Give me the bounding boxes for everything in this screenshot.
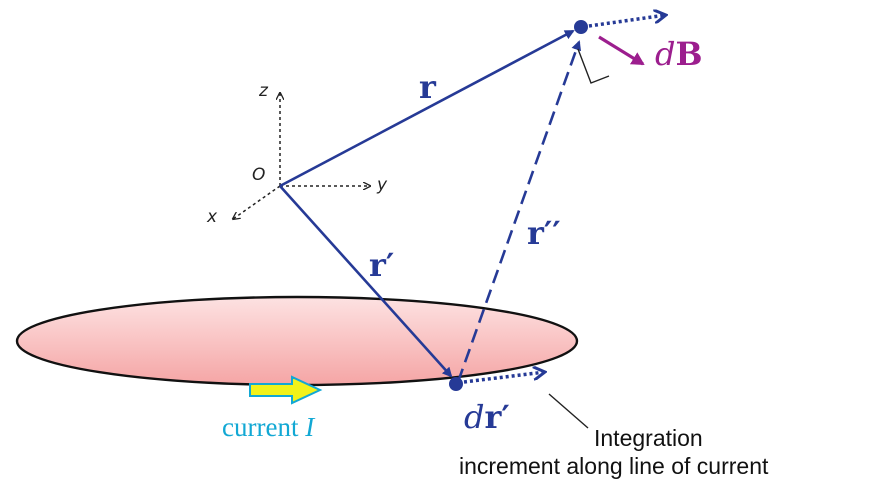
annotation-line-1: Integration — [594, 425, 703, 451]
z-axis-label: z — [258, 81, 269, 101]
coordinate-axes: z y x O — [206, 81, 388, 227]
current-label: current I — [222, 412, 316, 442]
vector-r-arrow — [279, 29, 575, 188]
field-point-direction-arrow — [588, 15, 666, 28]
vector-r-double-prime-arrow — [456, 40, 582, 383]
vector-r-prime-arrow — [279, 185, 453, 378]
y-axis-label: y — [376, 175, 388, 195]
source-point — [449, 377, 463, 391]
right-angle-marker — [577, 48, 610, 84]
dr-prime-label: dr′ — [464, 398, 510, 436]
annotation-line-2: increment along line of current — [459, 453, 769, 479]
dr-prime-arrow — [463, 372, 545, 384]
x-axis — [233, 185, 281, 219]
dB-arrow — [598, 35, 645, 66]
field-point — [574, 20, 588, 34]
current-direction-arrow — [249, 375, 323, 405]
annotation-leader-line — [548, 393, 589, 429]
vector-r-prime-label: r′ — [369, 246, 394, 284]
x-axis-label: x — [206, 207, 218, 227]
vector-r-label: r — [419, 68, 437, 106]
dB-label: dB — [655, 35, 703, 73]
origin-label: O — [252, 165, 265, 185]
vector-r-double-prime-label: r′′ — [527, 214, 561, 252]
current-loop — [15, 295, 579, 387]
